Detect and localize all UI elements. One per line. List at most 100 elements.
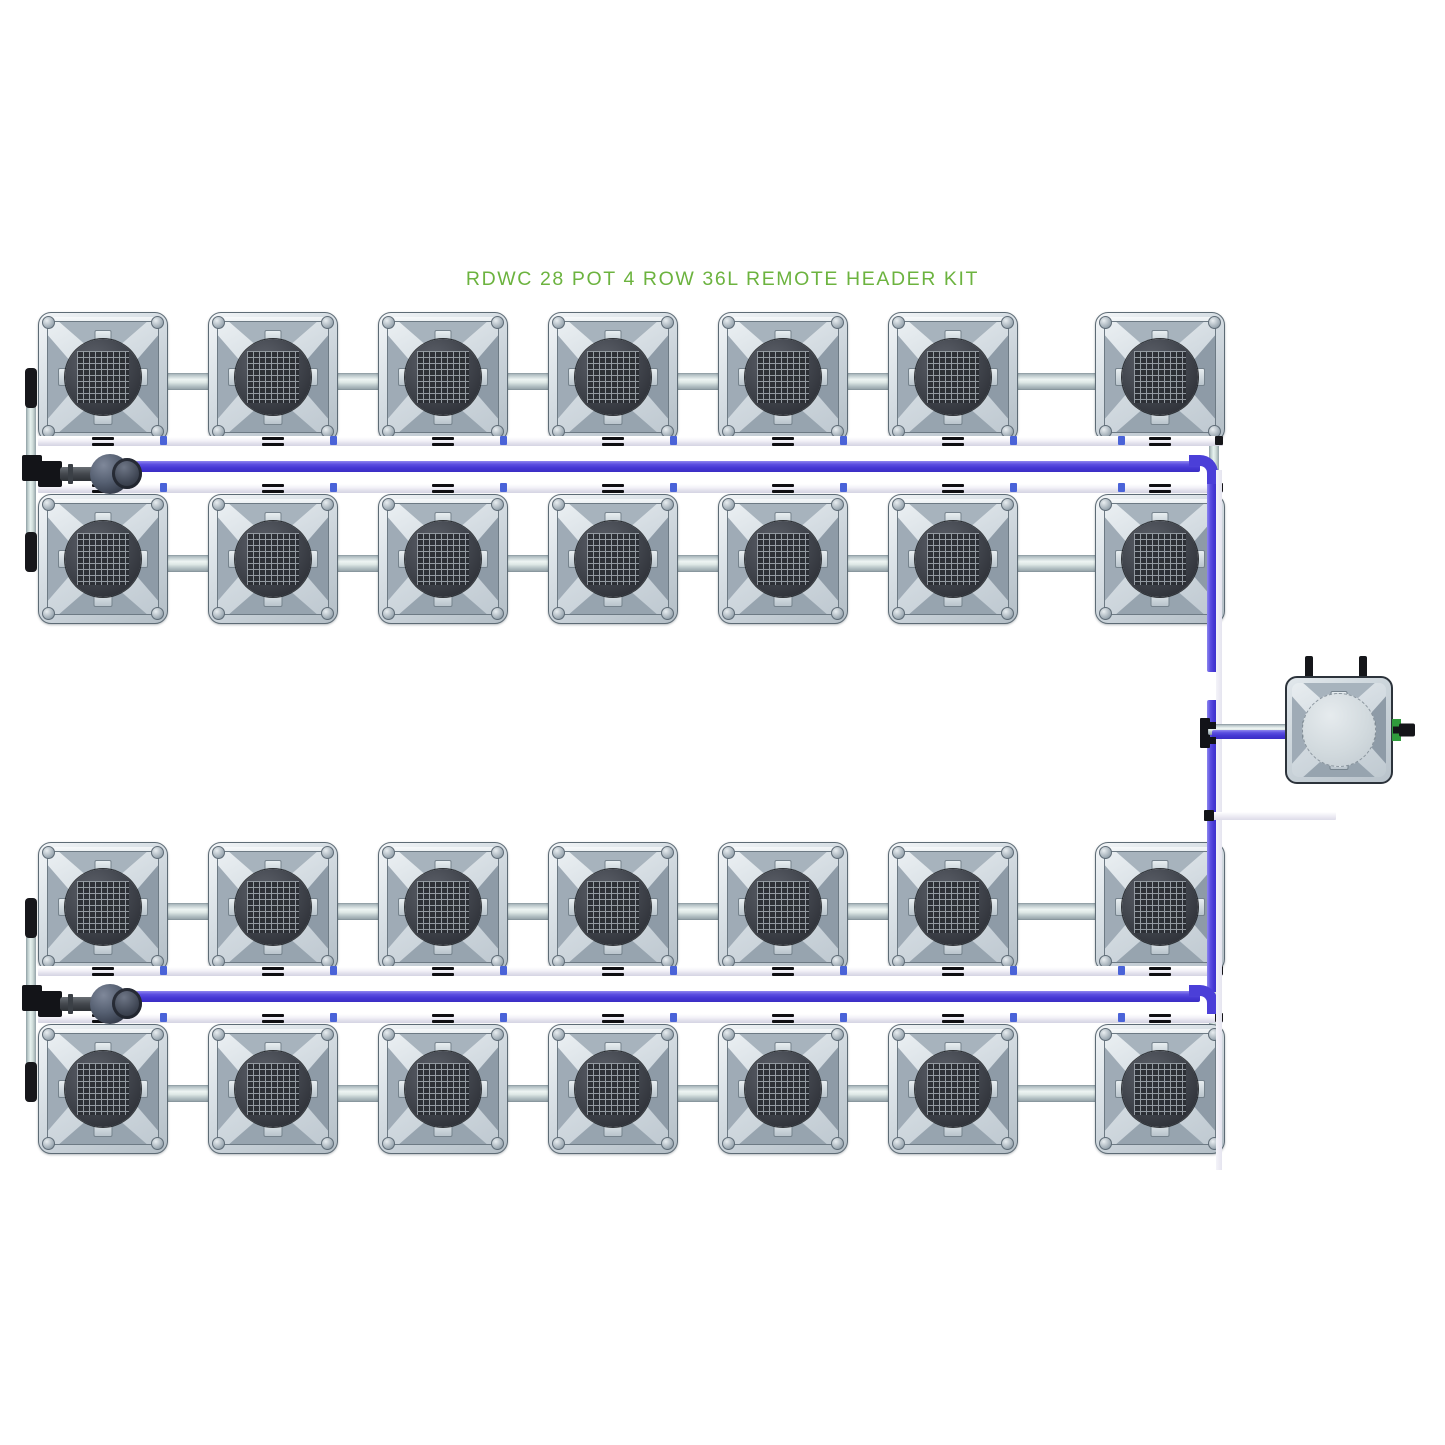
rail-node [840, 1013, 847, 1022]
rail-node [500, 966, 507, 975]
pot-r1-c2[interactable] [208, 312, 338, 442]
return-tube-upper [135, 461, 1200, 472]
header-post-left [1305, 656, 1313, 682]
pot-r3-c1[interactable] [38, 842, 168, 972]
rail-node [1010, 483, 1017, 492]
pot-r3-c5[interactable] [718, 842, 848, 972]
pot-r2-c5[interactable] [718, 494, 848, 624]
rail-node [1118, 483, 1125, 492]
pot-r1-c1[interactable] [38, 312, 168, 442]
pot-marker [262, 484, 284, 487]
end-cap-lower-left-top [25, 898, 37, 938]
feed-connector-bottom [1208, 737, 1216, 744]
rail-node [500, 436, 507, 445]
pot-r4-c5[interactable] [718, 1024, 848, 1154]
rail-node [330, 436, 337, 445]
pot-r2-c6[interactable] [888, 494, 1018, 624]
pot-r4-c7[interactable] [1095, 1024, 1225, 1154]
drain-stub-cap [1204, 810, 1214, 821]
return-tube-lower-up [1207, 700, 1218, 992]
pot-marker [602, 443, 624, 446]
pot-r1-c6[interactable] [888, 312, 1018, 442]
pot-marker [432, 437, 454, 440]
return-tube-upper-down [1207, 472, 1218, 672]
connector-pipe-r1-6 [1000, 373, 1107, 390]
rail-node [330, 1013, 337, 1022]
pot-r2-c4[interactable] [548, 494, 678, 624]
rail-node [1118, 436, 1125, 445]
rail-lower-top [38, 966, 1223, 976]
pot-marker [432, 484, 454, 487]
header-feed-tube [1212, 730, 1292, 739]
pot-marker [432, 967, 454, 970]
pot-marker [602, 1020, 624, 1023]
pot-r2-c2[interactable] [208, 494, 338, 624]
rail-node [500, 1013, 507, 1022]
pot-r3-c4[interactable] [548, 842, 678, 972]
pot-r1-c3[interactable] [378, 312, 508, 442]
pot-r3-c7[interactable] [1095, 842, 1225, 972]
rail-node-end [1215, 436, 1223, 445]
pot-marker [92, 443, 114, 446]
pot-marker [262, 967, 284, 970]
tee-junction-header [1200, 718, 1210, 748]
pot-r1-c7[interactable] [1095, 312, 1225, 442]
header-outlet-port [1393, 723, 1415, 737]
remote-header-unit[interactable] [1285, 656, 1415, 784]
pot-r4-c2[interactable] [208, 1024, 338, 1154]
rail-upper-top [38, 436, 1223, 446]
pot-marker [432, 973, 454, 976]
pot-marker [942, 484, 964, 487]
pot-marker [262, 443, 284, 446]
pot-marker [772, 1014, 794, 1017]
pot-marker [432, 1020, 454, 1023]
pot-r3-c6[interactable] [888, 842, 1018, 972]
pot-marker [942, 1014, 964, 1017]
pot-marker [432, 1014, 454, 1017]
pot-marker [602, 967, 624, 970]
pot-r2-c1[interactable] [38, 494, 168, 624]
pot-r4-c3[interactable] [378, 1024, 508, 1154]
valve-assembly-lower[interactable] [38, 982, 142, 1026]
pot-r4-c4[interactable] [548, 1024, 678, 1154]
drain-stub-pipe [1208, 812, 1336, 820]
valve-assembly-upper[interactable] [38, 452, 142, 496]
pot-r2-c7[interactable] [1095, 494, 1225, 624]
tee-junction-lower-left [22, 985, 42, 1011]
rail-lower-bottom [38, 1013, 1223, 1023]
return-tube-lower [135, 991, 1200, 1002]
rail-node [500, 483, 507, 492]
pot-r3-c3[interactable] [378, 842, 508, 972]
pot-r4-c1[interactable] [38, 1024, 168, 1154]
pot-marker [92, 973, 114, 976]
pot-marker [262, 973, 284, 976]
pot-marker [602, 490, 624, 493]
pot-r1-c5[interactable] [718, 312, 848, 442]
pot-marker [942, 973, 964, 976]
rail-node [330, 483, 337, 492]
pot-r2-c3[interactable] [378, 494, 508, 624]
pot-marker [942, 443, 964, 446]
rail-node [670, 436, 677, 445]
rail-node [840, 966, 847, 975]
pot-marker [1149, 490, 1171, 493]
header-post-right [1359, 656, 1367, 682]
pot-r3-c2[interactable] [208, 842, 338, 972]
pot-r4-c6[interactable] [888, 1024, 1018, 1154]
rail-node [1010, 966, 1017, 975]
manifold-backing [1216, 470, 1222, 1170]
pot-marker [942, 967, 964, 970]
pot-marker [432, 443, 454, 446]
pot-marker [772, 443, 794, 446]
pot-marker [602, 437, 624, 440]
pot-r1-c4[interactable] [548, 312, 678, 442]
pot-marker [602, 973, 624, 976]
header-feed-pipe [1208, 724, 1290, 735]
pot-marker [262, 1020, 284, 1023]
pot-marker [432, 490, 454, 493]
end-cap-upper-left-bottom [25, 532, 37, 572]
rail-node [840, 436, 847, 445]
rail-node [670, 1013, 677, 1022]
rail-node [1010, 1013, 1017, 1022]
